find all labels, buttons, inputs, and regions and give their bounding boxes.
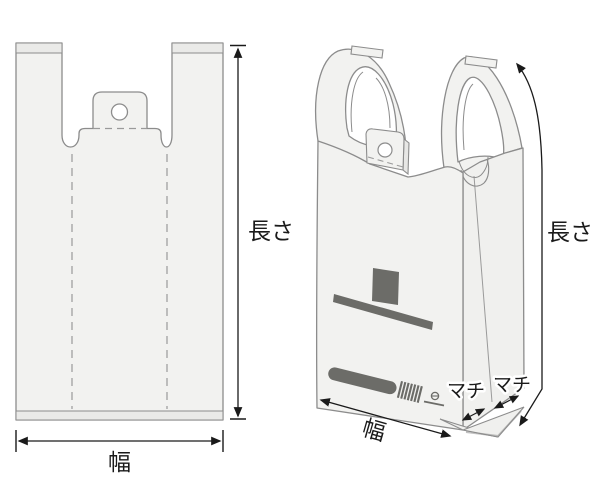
flat-width-end-ticks (15, 430, 224, 452)
persp-length-label: 長さ (547, 220, 593, 246)
persp-left-handle-back-strap (350, 71, 391, 133)
persp-right-handle-top-seal (464, 55, 498, 69)
gusset-arrow-right (493, 395, 520, 409)
flat-bag-outline (15, 42, 224, 421)
persp-gusset-crease-line (473, 175, 493, 403)
flat-length-dimension: 長さ (230, 44, 294, 420)
flat-length-end-caps (230, 44, 246, 420)
persp-gusset-mouth-fold (460, 158, 490, 187)
persp-hanging-hole (377, 142, 393, 158)
gusset-arrow-left (461, 408, 486, 421)
persp-gusset-dimensions: マチ マチ (444, 372, 534, 421)
flat-width-dimension: 幅 (15, 430, 224, 476)
flat-top-band-right (172, 43, 223, 53)
persp-bottom-folds (439, 406, 525, 438)
print-bar (333, 294, 433, 330)
persp-hanging-tab (365, 128, 410, 176)
persp-width-dimension: 幅 (319, 398, 452, 447)
flat-length-label: 長さ (248, 219, 294, 245)
gusset-label-left: マチ (447, 380, 485, 402)
persp-length-arrow (516, 62, 543, 427)
persp-right-mouth-tongue (458, 156, 489, 178)
persp-right-handle-back-strap (462, 83, 474, 151)
print-square (372, 268, 399, 305)
perspective-bag-view (315, 45, 525, 438)
flat-bag-view (15, 42, 224, 421)
persp-width-label: 幅 (359, 415, 388, 446)
flat-top-band-left (16, 43, 62, 53)
persp-bottom-fold-seal (465, 410, 522, 438)
persp-width-arrow (319, 398, 452, 438)
persp-tab-fold-dashed-line (367, 156, 404, 168)
persp-length-dimension: 長さ (516, 62, 593, 427)
print-pill (328, 367, 397, 395)
persp-left-handle-top-seal (350, 45, 384, 59)
hanging-hole (110, 103, 129, 121)
gusset-label-right: マチ (493, 374, 531, 396)
flat-width-label: 幅 (108, 450, 131, 476)
flat-bottom-band (16, 411, 223, 420)
